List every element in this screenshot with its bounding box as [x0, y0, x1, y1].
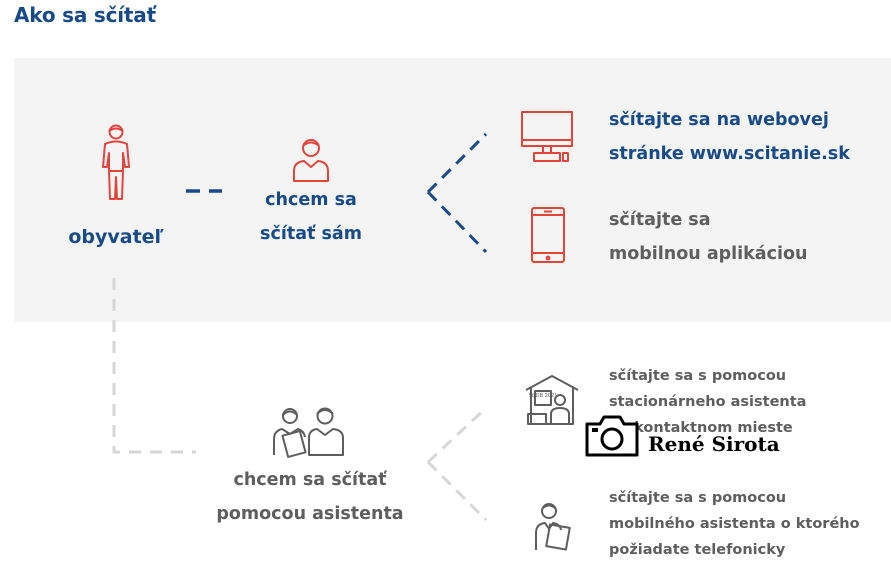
mobile-assistant-line2: mobilného asistenta o ktorého — [609, 516, 860, 532]
stationary-line2: stacionárneho asistenta — [609, 394, 807, 410]
branch-assisted — [426, 406, 488, 522]
mobile-assistant-line3: požiadate telefonicky — [609, 542, 786, 558]
self-line1: chcem sa — [265, 190, 357, 210]
mobile-line2: mobilnou aplikáciou — [609, 244, 808, 264]
mobile-assistant-icon — [535, 503, 571, 551]
branch-self — [426, 132, 488, 254]
person-bust-icon — [293, 139, 329, 182]
page-title: Ako sa sčítať — [14, 3, 156, 27]
person-icon — [102, 124, 130, 200]
web-line1: sčítajte sa na webovej — [609, 110, 829, 130]
mobile-line1: sčítajte sa — [609, 210, 711, 230]
smartphone-icon — [531, 207, 565, 263]
monitor-icon — [521, 111, 573, 162]
stationary-line1: sčítajte sa s pomocou — [609, 368, 787, 384]
mobile-assistant-line1: sčítajte sa s pomocou — [609, 490, 787, 506]
watermark-text: René Sirota — [648, 432, 780, 456]
resident-label: obyvateľ — [68, 226, 164, 248]
contact-point-icon: SODB 2021 — [525, 375, 579, 425]
stationary-line3: na kontaktnom mieste — [609, 420, 793, 436]
camera-icon — [585, 415, 639, 457]
connector-resident-to-assisted — [112, 278, 196, 454]
assisted-line2: pomocou asistenta — [216, 504, 404, 524]
self-line2: sčítať sám — [260, 224, 362, 244]
assisted-line1: chcem sa sčítať — [233, 470, 387, 490]
two-people-icon — [273, 407, 344, 458]
web-line2: stránke www.scitanie.sk — [609, 144, 850, 164]
self-census-panel — [14, 58, 891, 322]
contact-point-sign: SODB 2021 — [529, 393, 558, 399]
